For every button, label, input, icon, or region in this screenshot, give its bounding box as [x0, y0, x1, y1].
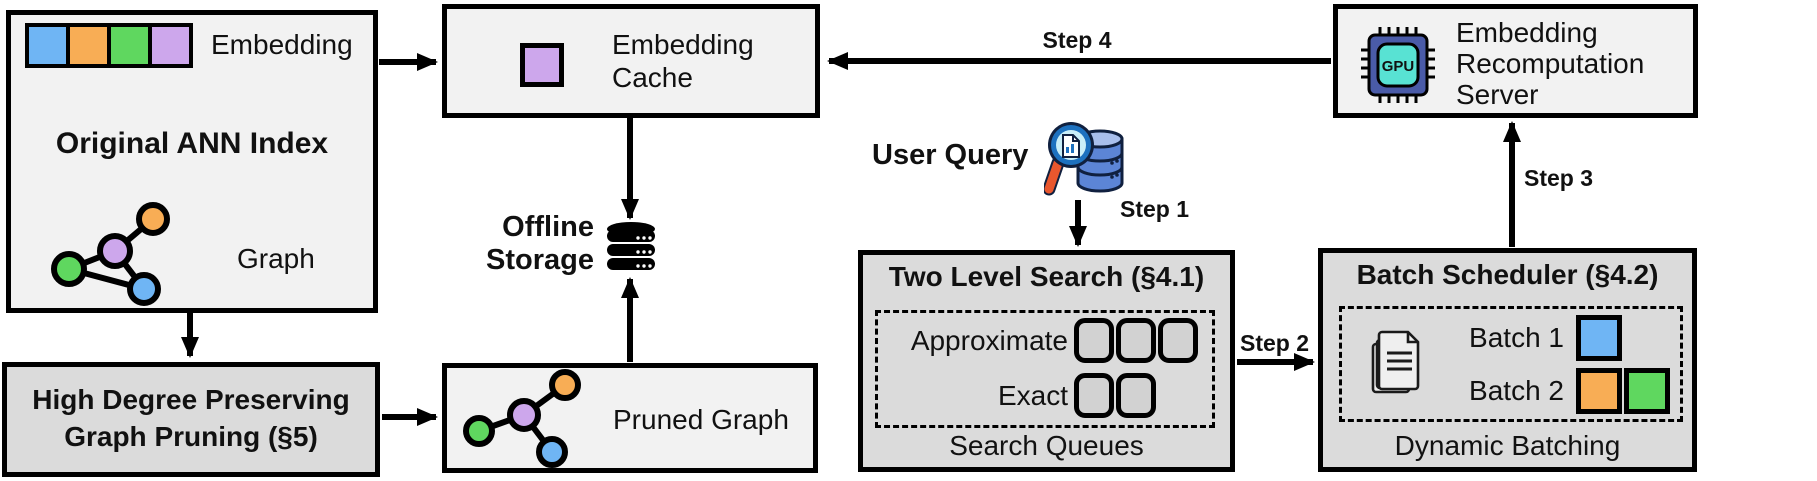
ann-index-title: Original ANN Index [55, 127, 329, 160]
recomputation-label-line1: Embedding [1456, 17, 1598, 48]
queue-slot [1074, 373, 1114, 418]
database-icon [607, 222, 655, 270]
graph-pruning-box: High Degree Preserving Graph Pruning (§5… [2, 362, 380, 477]
embedding-cache-label-line2: Cache [612, 62, 693, 93]
search-queues-caption: Search Queues [949, 430, 1144, 461]
embedding-vector-icon [25, 23, 193, 68]
gpu-chip-label: GPU [1382, 58, 1415, 75]
approximate-label: Approximate [910, 324, 1068, 356]
recomputation-label-line2: Recomputation [1456, 48, 1645, 79]
user-query-label: User Query [872, 139, 1029, 171]
batch2-row: Batch 2 [1460, 368, 1670, 414]
embedding-label: Embedding [211, 29, 353, 61]
batch-scheduler-title: Batch Scheduler (§4.2) [1356, 259, 1659, 290]
step2-label: Step 2 [1240, 330, 1310, 356]
graph-pruning-title-line2: Graph Pruning (§5) [64, 421, 318, 452]
dynamic-batching-caption: Dynamic Batching [1394, 430, 1621, 461]
queue-slot [1116, 318, 1156, 363]
embedding-cell-blue [29, 27, 66, 64]
approximate-queue-row: Approximate [884, 318, 1198, 363]
embedding-cache-label-line1: Embedding [612, 29, 754, 60]
batch1-row: Batch 1 [1460, 315, 1670, 361]
exact-queue-row: Exact [884, 373, 1198, 418]
exact-queue-slots [1074, 373, 1156, 418]
two-level-search-title: Two Level Search (§4.1) [888, 261, 1205, 292]
original-graph-icon [51, 202, 170, 306]
step1-label: Step 1 [1120, 196, 1190, 222]
batch2-cells [1576, 368, 1670, 414]
offline-storage-label: Offline Storage [486, 211, 594, 276]
recomputation-server-box: GPU Embedding Recomputation Server [1333, 4, 1698, 118]
query-search-icon [1044, 122, 1124, 196]
documents-icon [1371, 330, 1420, 394]
search-queues-panel: Approximate Exact [875, 310, 1215, 428]
two-level-search-box: Two Level Search (§4.1) Approximate Exac… [858, 250, 1235, 472]
original-ann-index-box: Embedding Original ANN Index Graph [6, 10, 378, 313]
step3-label: Step 3 [1524, 165, 1594, 191]
dynamic-batching-panel: Batch 1 Batch 2 [1339, 306, 1683, 422]
recomputation-label-line3: Server [1456, 79, 1539, 110]
pruned-graph-label: Pruned Graph [613, 404, 789, 435]
gpu-chip-icon: GPU [1361, 27, 1435, 103]
queue-slot [1158, 318, 1198, 363]
batch-scheduler-box: Batch Scheduler (§4.2) Batch 1 [1318, 248, 1697, 472]
cached-embedding-cell [520, 43, 564, 87]
batch2-label: Batch 2 [1469, 375, 1564, 406]
graph-label: Graph [237, 243, 315, 274]
batch1-label: Batch 1 [1469, 322, 1564, 353]
embedding-cache-box: Embedding Cache [442, 4, 820, 118]
graph-pruning-title-line1: High Degree Preserving [32, 384, 350, 415]
batch1-cells [1576, 315, 1622, 361]
pruned-graph-box: Pruned Graph [442, 363, 818, 473]
embedding-strip: Embedding [25, 23, 353, 68]
embedding-cell-orange [70, 27, 107, 64]
embedding-cell-purple [152, 27, 189, 64]
exact-label: Exact [997, 379, 1068, 411]
batch-cell-orange [1576, 368, 1622, 414]
approximate-queue-slots [1074, 318, 1198, 363]
step4-label: Step 4 [1042, 27, 1112, 53]
queue-slot [1116, 373, 1156, 418]
pruned-graph-icon [463, 369, 581, 468]
batch-cell-blue [1576, 315, 1622, 361]
batch-cell-green [1624, 368, 1670, 414]
queue-slot [1074, 318, 1114, 363]
embedding-cell-green [111, 27, 148, 64]
